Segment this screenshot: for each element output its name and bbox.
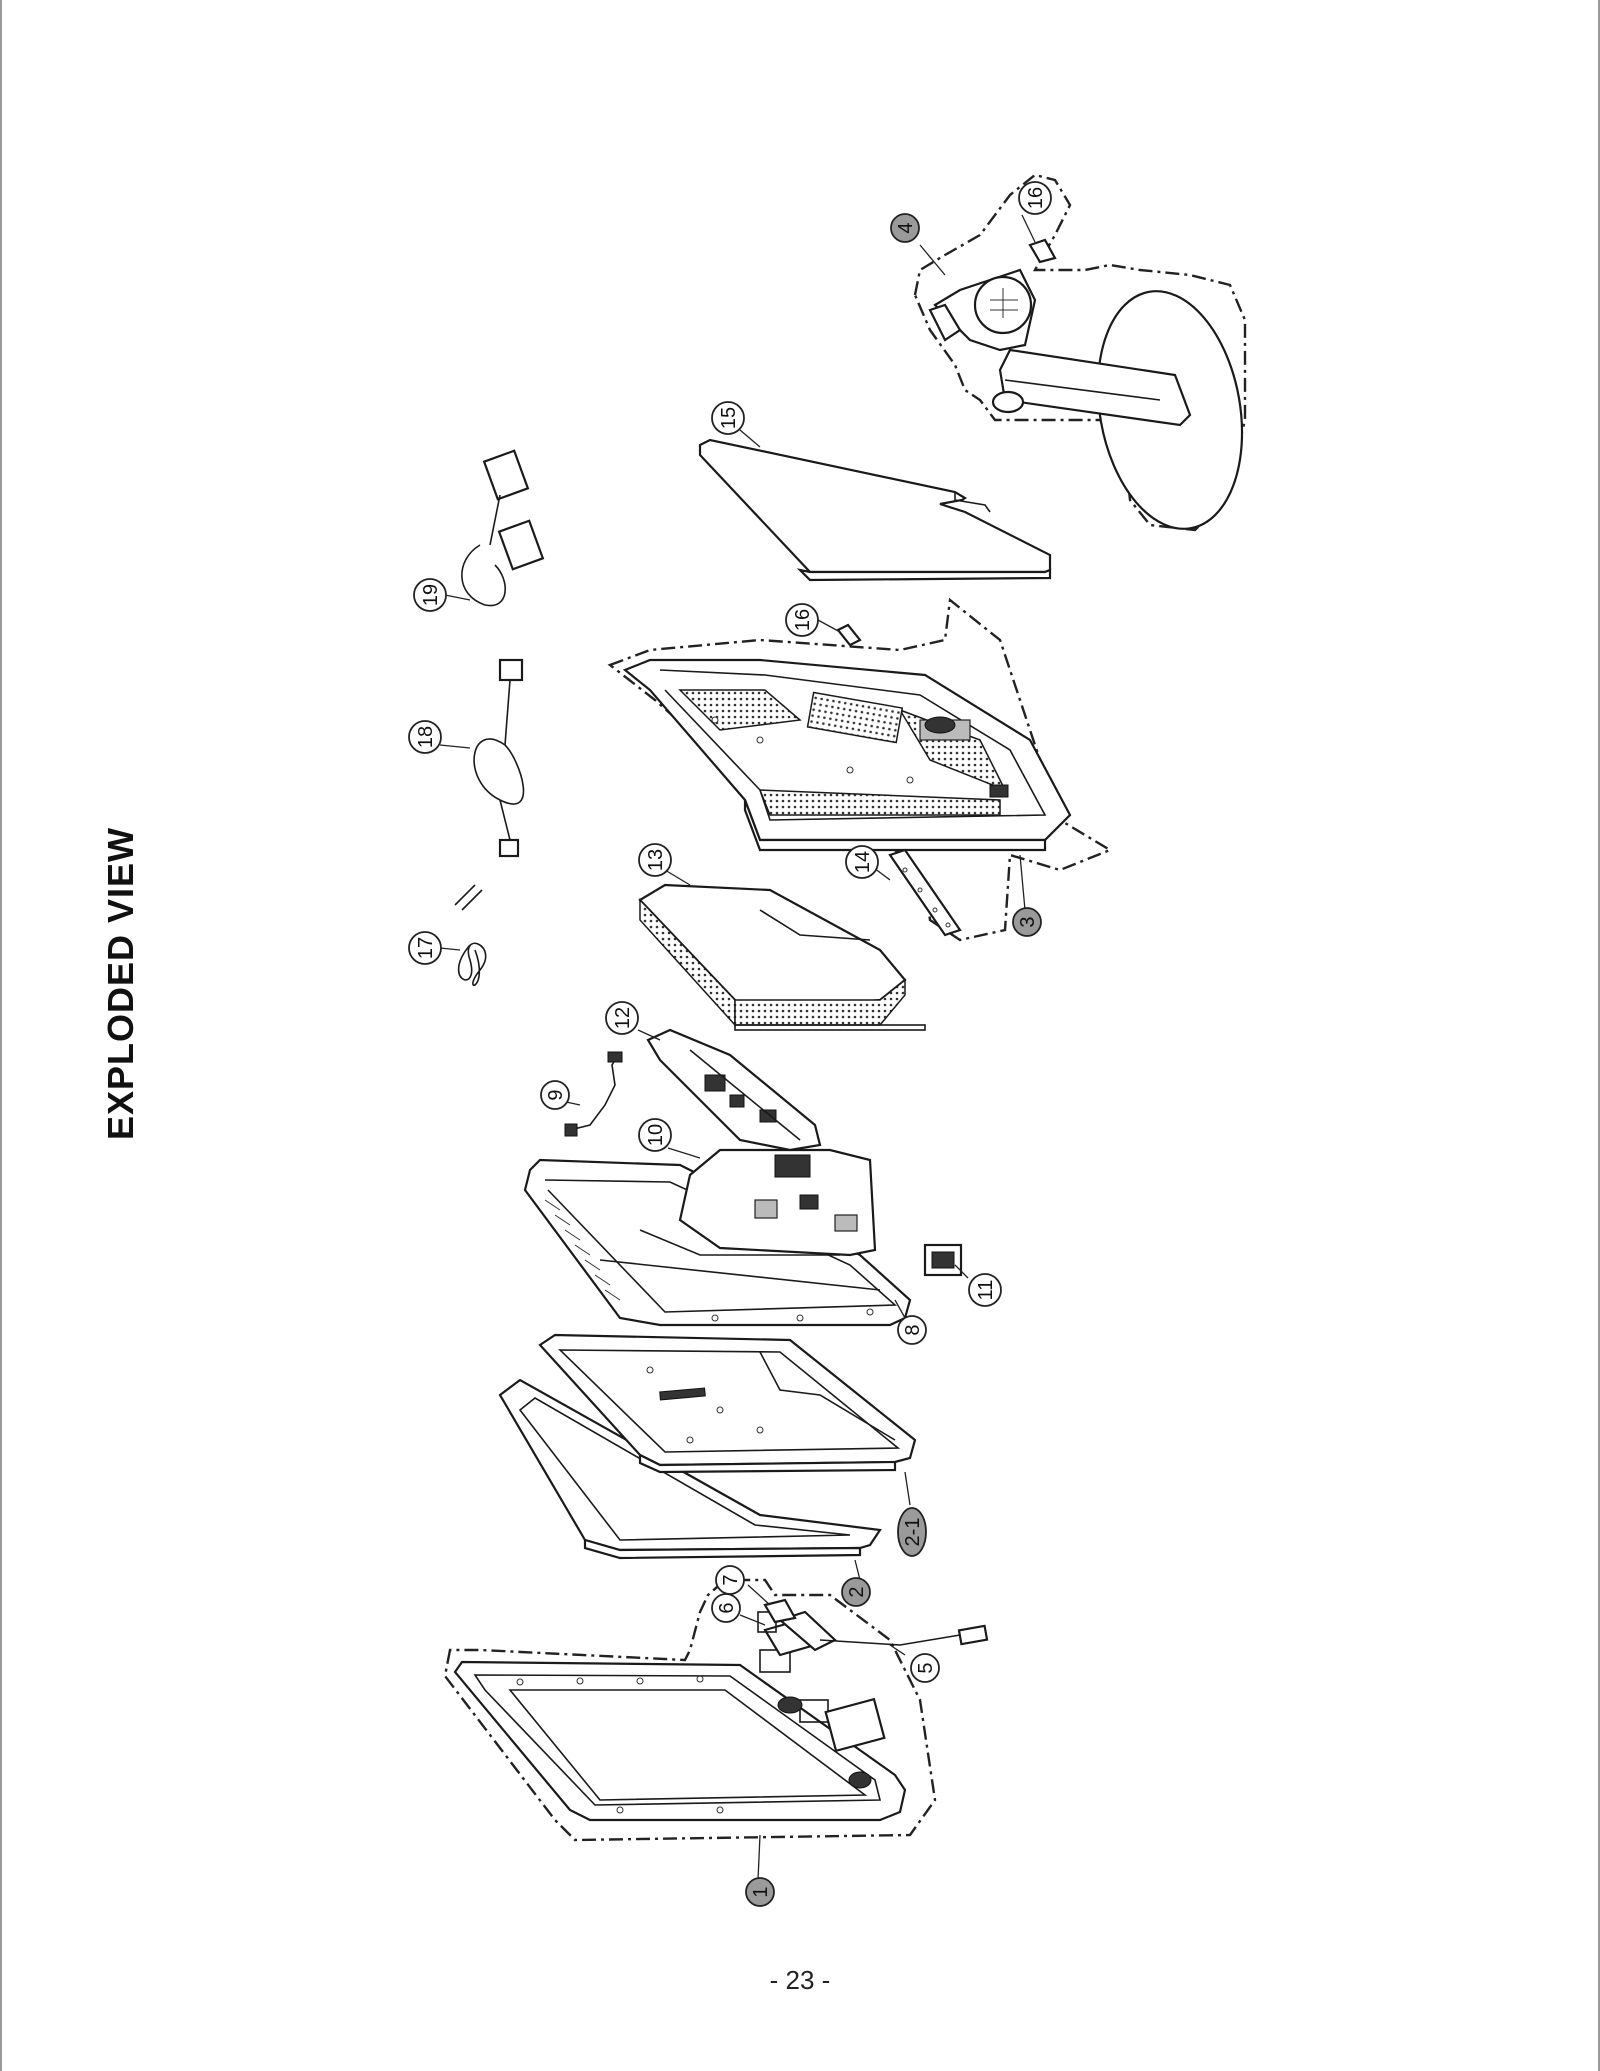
callout-15-label: 15 — [718, 407, 740, 429]
callout-7-label: 7 — [720, 1574, 742, 1585]
callout-1: 1 — [745, 1877, 775, 1907]
callout-2-label: 2 — [846, 1586, 868, 1597]
callout-11-label: 11 — [975, 1280, 997, 1301]
callout-7: 7 — [715, 1565, 745, 1595]
page-number: - 23 - — [769, 1965, 831, 1995]
callout-2-1: 2-1 — [897, 1507, 927, 1557]
callout-14: 14 — [845, 845, 879, 879]
callout-16-lower-label: 16 — [792, 609, 814, 631]
callout-8-label: 8 — [902, 1324, 924, 1335]
callout-12-label: 12 — [612, 1007, 634, 1029]
part-5-cable — [819, 1624, 989, 1646]
callout-1-label: 1 — [750, 1886, 772, 1897]
part-stand — [913, 173, 1247, 532]
callout-10-label: 10 — [645, 1124, 667, 1146]
part-signal-cable — [461, 449, 545, 607]
callout-19-label: 19 — [420, 584, 442, 606]
part-power-cable — [473, 658, 525, 858]
part-main-board — [678, 1148, 877, 1257]
part-lvds-cable — [564, 1051, 623, 1137]
part-back-panel — [698, 438, 1052, 582]
callout-9: 9 — [540, 1080, 570, 1110]
callout-6-label: 6 — [716, 1602, 738, 1613]
callout-17-label: 17 — [415, 937, 437, 959]
part-power-supply — [638, 883, 926, 1031]
part-interface-board — [646, 1028, 822, 1152]
part-rear-cover — [607, 597, 1113, 942]
callout-16-lower: 16 — [785, 603, 819, 637]
callout-2-1-label: 2-1 — [902, 1518, 924, 1547]
callout-11: 11 — [968, 1273, 1002, 1307]
callout-9-label: 9 — [545, 1089, 567, 1100]
callout-8: 8 — [897, 1315, 927, 1345]
callout-12: 12 — [605, 1001, 639, 1035]
part-16-clip-lower — [836, 623, 862, 647]
part-14-plate — [888, 848, 962, 937]
callout-10: 10 — [638, 1118, 672, 1152]
callout-18-label: 18 — [415, 726, 437, 748]
callout-3-label: 3 — [1017, 916, 1039, 927]
part-front-bezel — [443, 1578, 937, 1842]
part-panel-frame — [538, 1333, 917, 1474]
callout-6: 6 — [711, 1593, 741, 1623]
part-16-clip-upper — [1028, 238, 1057, 264]
part-audio-cable — [454, 884, 487, 986]
part-connector-bracket — [923, 1243, 963, 1277]
callout-16-upper: 16 — [1018, 181, 1052, 215]
callout-2: 2 — [841, 1577, 871, 1607]
part-7-bracket — [763, 1598, 797, 1624]
part-control-board — [757, 1610, 837, 1657]
callout-18: 18 — [408, 720, 442, 754]
callout-4: 4 — [890, 213, 920, 243]
part-lcd-panel — [498, 1378, 882, 1560]
callout-14-label: 14 — [852, 851, 874, 873]
callout-19: 19 — [413, 578, 447, 612]
callout-3: 3 — [1012, 907, 1042, 937]
callout-13: 13 — [638, 843, 672, 877]
callout-5-label: 5 — [915, 1662, 937, 1673]
callout-17: 17 — [408, 931, 442, 965]
callout-13-label: 13 — [645, 849, 667, 871]
callout-5: 5 — [910, 1653, 940, 1683]
callout-4-label: 4 — [895, 222, 917, 233]
callout-15: 15 — [711, 401, 745, 435]
callout-16-upper-label: 16 — [1025, 187, 1047, 209]
